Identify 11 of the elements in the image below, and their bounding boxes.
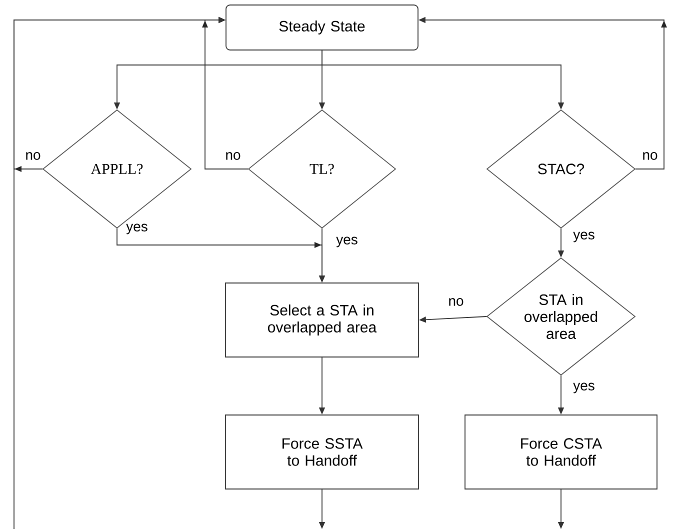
edge-label: no <box>24 151 42 161</box>
edge-label: yes <box>572 382 596 394</box>
edge-label: no <box>447 297 465 307</box>
edge-label: no <box>224 151 242 161</box>
edge-label: no <box>641 151 659 161</box>
terminal-box: Steady State <box>226 4 418 50</box>
process-box: Force CSTA to Handoff <box>464 414 658 490</box>
process-box: Force SSTA to Handoff <box>225 414 419 490</box>
edge-label: yes <box>572 230 596 244</box>
process-box: Select a STA in overlapped area <box>225 282 419 358</box>
edge-label: yes <box>335 236 359 248</box>
